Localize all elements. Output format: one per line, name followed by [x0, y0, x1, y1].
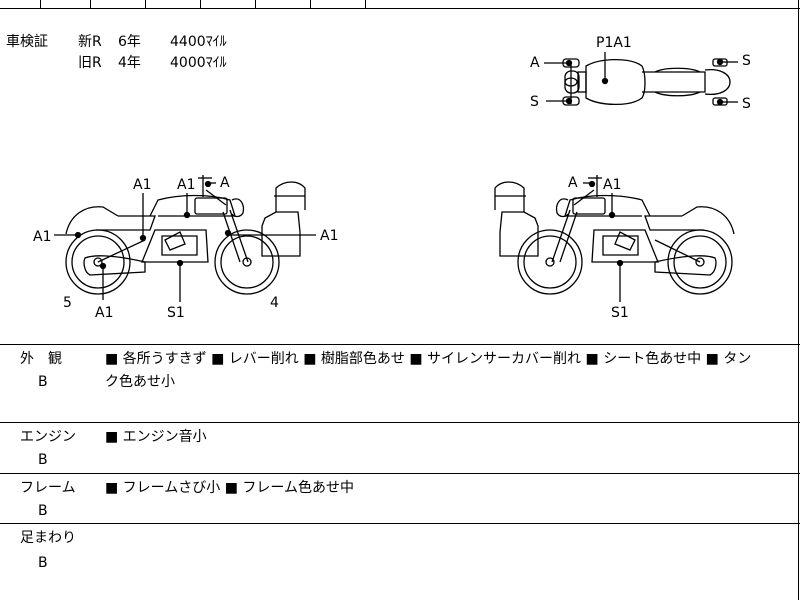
row-divider — [0, 344, 800, 345]
label-four: 4 — [270, 295, 279, 311]
label-a1-muffler: A1 — [95, 305, 114, 321]
shaken-old-kind: 旧R — [78, 55, 102, 71]
row-divider — [0, 523, 800, 524]
header-divider — [310, 0, 311, 8]
grade-suspension: B — [38, 555, 48, 571]
shaken-old-mileage: 4000ﾏｲﾙ — [170, 55, 227, 71]
header-divider — [365, 0, 366, 8]
notes-engine: ■ エンジン音小 — [105, 429, 207, 445]
grade-exterior: B — [38, 374, 48, 390]
shaken-new-years: 6年 — [118, 34, 141, 50]
top-border — [0, 8, 800, 9]
label-s-top-right-upper: S — [742, 53, 751, 69]
label-s-top-left: S — [530, 94, 539, 110]
label-a-mirror: A — [220, 175, 230, 191]
header-divider — [145, 0, 146, 8]
label-s-top-right-lower: S — [742, 96, 751, 112]
motorcycle-right-view — [494, 175, 735, 302]
label-a-right: A — [568, 175, 578, 191]
label-s1-right: S1 — [611, 305, 629, 321]
shaken-new-kind: 新R — [78, 34, 102, 50]
label-a1-tank: A1 — [177, 177, 196, 193]
label-s1-left: S1 — [167, 305, 185, 321]
label-a-top: A — [530, 55, 540, 71]
notes-exterior-line1: ■ 各所うすきず ■ レバー削れ ■ 樹脂部色あせ ■ サイレンサーカバー削れ … — [105, 351, 752, 367]
header-divider — [90, 0, 91, 8]
shaken-new-mileage: 4400ﾏｲﾙ — [170, 34, 227, 50]
notes-exterior-line2: ク色あせ小 — [105, 374, 175, 390]
shaken-old-years: 4年 — [118, 55, 141, 71]
header-divider — [255, 0, 256, 8]
category-suspension: 足まわり — [20, 530, 76, 546]
category-engine: エンジン — [20, 429, 76, 445]
header-divider — [40, 0, 41, 8]
category-exterior: 外 観 — [20, 351, 62, 367]
label-p1a1: P1A1 — [596, 35, 632, 51]
motorcycle-top-view — [544, 52, 738, 106]
label-a1-bag: A1 — [320, 228, 339, 244]
row-divider — [0, 422, 800, 423]
header-divider — [200, 0, 201, 8]
label-a1-frame: A1 — [133, 177, 152, 193]
row-divider — [0, 473, 800, 474]
motorcycle-left-view — [54, 175, 316, 302]
label-a1-right: A1 — [603, 177, 622, 193]
label-a1-fender: A1 — [33, 229, 52, 245]
notes-frame: ■ フレームさび小 ■ フレーム色あせ中 — [105, 480, 354, 496]
shaken-label: 車検証 — [6, 34, 48, 50]
grade-frame: B — [38, 503, 48, 519]
label-five: 5 — [63, 295, 72, 311]
right-border — [798, 0, 799, 600]
grade-engine: B — [38, 452, 48, 468]
category-frame: フレーム — [20, 480, 76, 496]
